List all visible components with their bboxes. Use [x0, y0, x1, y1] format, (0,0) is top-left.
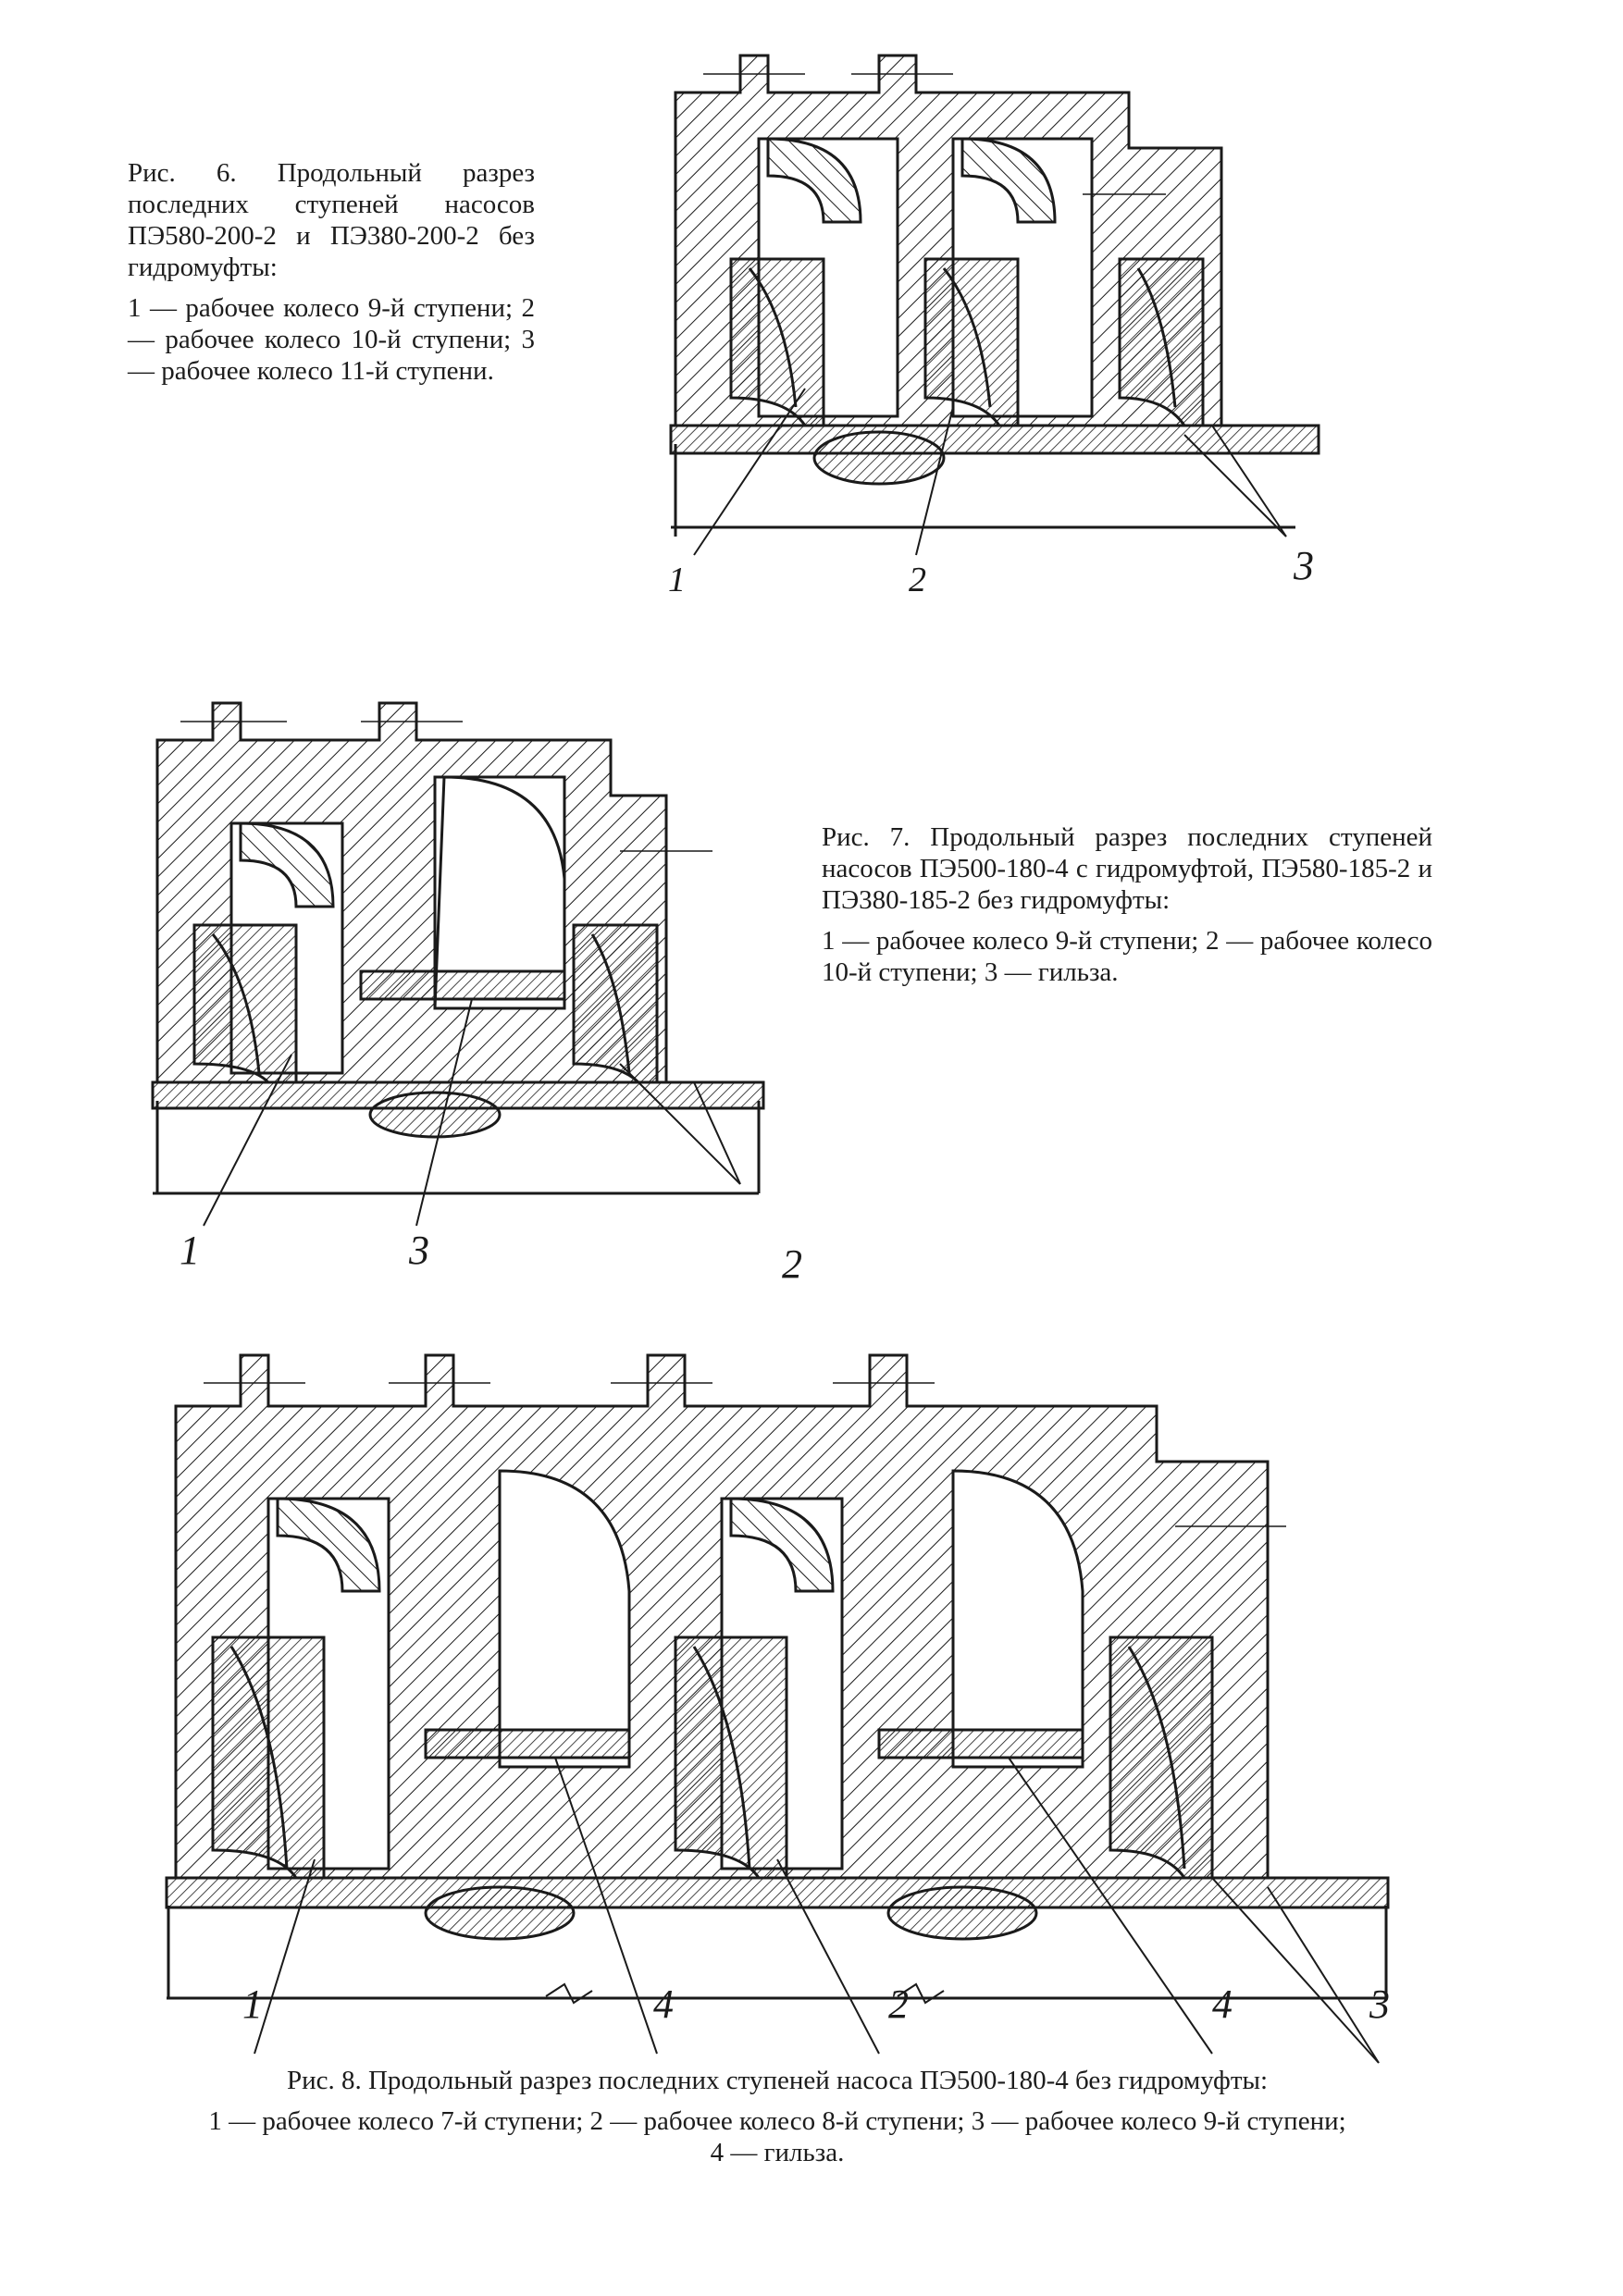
- fig6-callout-1: 1: [668, 561, 686, 599]
- fig8-callout-1: 1: [242, 1981, 263, 2027]
- fig8-callout-2: 2: [888, 1981, 909, 2027]
- fig8-callout-4b: 4: [1212, 1981, 1233, 2027]
- figure-8: [157, 1332, 1416, 2064]
- fig6-callout-2: 2: [909, 561, 926, 599]
- fig7-callout-1: 1: [180, 1228, 200, 1273]
- fig6-callout-3: 3: [1294, 543, 1314, 588]
- fig8-callout-4a: 4: [653, 1981, 674, 2027]
- figure-7: 1 3 2: [139, 694, 805, 1285]
- figure-7-caption: Рис. 7. Продольный разрез последних ступ…: [822, 821, 1432, 988]
- figure-8-legend: 1 — рабочее колесо 7-й ступени; 2 — рабо…: [208, 2106, 1346, 2167]
- figure-6-legend: 1 — рабочее колесо 9-й ступени; 2 — рабо…: [128, 293, 535, 386]
- figure-6-title: Рис. 6. Продольный разрез последних ступ…: [128, 158, 535, 282]
- figure-7-drawing: [151, 701, 765, 1227]
- figure-8-caption: Рис. 8. Продольный разрез последних ступ…: [167, 2065, 1388, 2168]
- figure-6-drawing: [669, 54, 1320, 556]
- fig7-callout-2: 2: [782, 1241, 802, 1287]
- fig8-callout-3: 3: [1369, 1981, 1390, 2027]
- figure-8-title: Рис. 8. Продольный разрез последних ступ…: [286, 2066, 1269, 2095]
- figure-6-caption: Рис. 6. Продольный разрез последних ступ…: [128, 157, 535, 387]
- figure-7-legend: 1 — рабочее колесо 9-й ступени; 2 — рабо…: [822, 926, 1432, 987]
- figure-8-drawing: [165, 1353, 1390, 2064]
- figure-6: 1 2 3: [648, 37, 1351, 611]
- fig7-callout-3: 3: [409, 1228, 429, 1273]
- figure-7-title: Рис. 7. Продольный разрез последних ступ…: [822, 822, 1432, 915]
